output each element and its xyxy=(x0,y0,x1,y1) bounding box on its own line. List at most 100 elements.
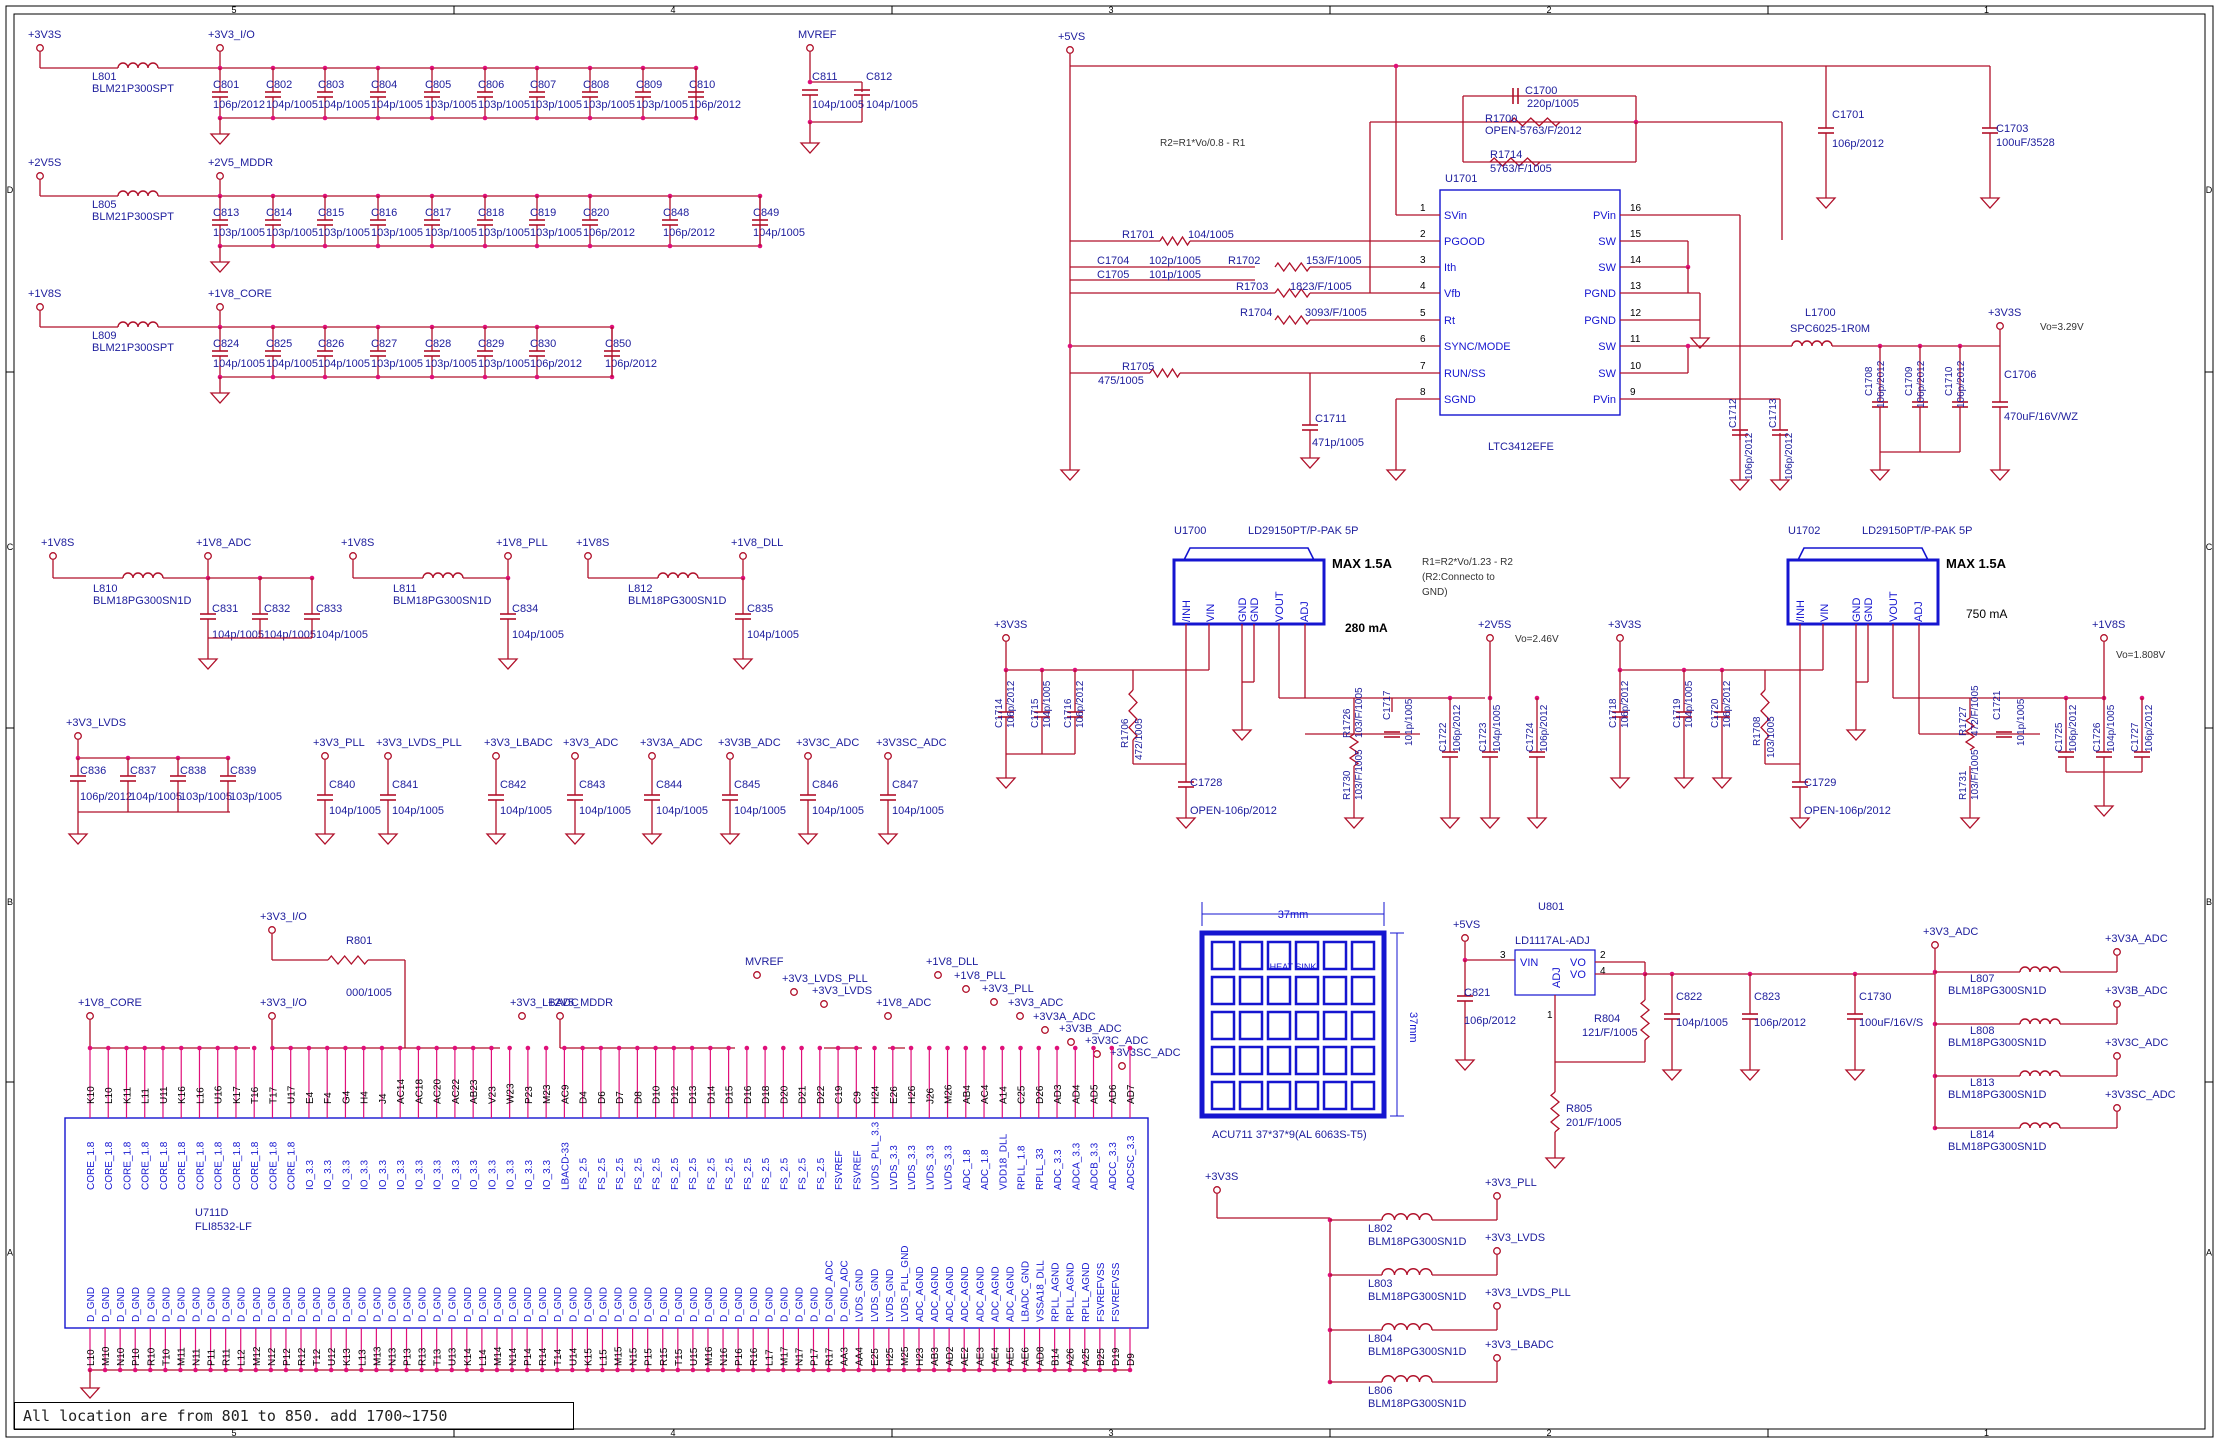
pin-name: CORE_1.8 xyxy=(177,1141,188,1190)
frame-col-label: 1 xyxy=(1984,1428,1989,1438)
label: BLM18PG300SN1D xyxy=(1948,985,2046,997)
ground-symbol xyxy=(1789,817,1811,829)
ball-id: K16 xyxy=(177,1086,188,1104)
heatsink-fin xyxy=(1294,1010,1320,1041)
ball-id: AE3 xyxy=(975,1347,986,1366)
heatsink-fin xyxy=(1350,1045,1376,1076)
label: ACU711 37*37*9(AL 6063S-T5) xyxy=(1212,1129,1367,1141)
frame-col-label: 3 xyxy=(1108,1428,1113,1438)
junction-dot xyxy=(600,1367,605,1373)
ground-symbol xyxy=(1739,1069,1761,1081)
label: C837 xyxy=(130,765,156,777)
pin-name: CORE_1.8 xyxy=(287,1141,298,1190)
capacitor-ref: C804 xyxy=(371,79,397,91)
junction-dot xyxy=(208,1367,213,1373)
label: L1700 xyxy=(1805,307,1836,319)
capacitor-value: 103p/1005 xyxy=(478,99,530,111)
ball-id: AC9 xyxy=(560,1084,571,1104)
label: LD1117AL-ADJ xyxy=(1515,935,1590,947)
capacitor-value: 103p/1005 xyxy=(478,227,530,239)
label: 11 xyxy=(1630,334,1641,345)
label: BLM18PG300SN1D xyxy=(1948,1141,2046,1153)
junction-dot xyxy=(826,1367,831,1373)
ball-id: D13 xyxy=(688,1085,699,1104)
ldo-pin: /INH xyxy=(1181,600,1193,622)
junction-dot xyxy=(509,1367,515,1373)
adc-out-rail-label: +3V3A_ADC xyxy=(2105,933,2168,945)
ball-id: R14 xyxy=(538,1347,549,1366)
label: 472/F/1005 xyxy=(1970,685,1981,736)
frame-col-label: 1 xyxy=(1984,5,1989,15)
capacitor-value: 103p/1005 xyxy=(425,99,477,111)
junction-dot xyxy=(238,1367,244,1373)
junction-dot xyxy=(374,1367,379,1373)
label: 104p/1005 xyxy=(579,805,631,817)
frame-col-label: 4 xyxy=(670,5,675,15)
pin-name: D_GND xyxy=(704,1287,715,1322)
lvds-pll-rail xyxy=(790,988,798,996)
pin-name: IO_3.3 xyxy=(451,1160,462,1190)
label: 103p/1005 xyxy=(180,791,232,803)
mddr-rail-label: +2V5_MDDR xyxy=(548,997,613,1009)
junction-dot xyxy=(675,1367,681,1373)
junction-dot xyxy=(961,1367,967,1373)
pin-name: D_GND_ADC xyxy=(825,1260,836,1322)
capacitor-value: 103p/1005 xyxy=(318,227,370,239)
label: 3093/F/1005 xyxy=(1305,307,1367,319)
label: 472/1005 xyxy=(1134,718,1145,760)
label: L814 xyxy=(1970,1129,1994,1141)
ball-id: AB23 xyxy=(469,1079,480,1104)
junction-dot xyxy=(1082,1367,1088,1373)
pin-name: D_GND xyxy=(629,1287,640,1322)
ball-id: J26 xyxy=(925,1087,936,1104)
pll-rail-label: +3V3_LVDS_PLL xyxy=(1485,1287,1571,1299)
heatsink-fin xyxy=(1266,1080,1292,1111)
pin-name: D_GND xyxy=(418,1287,429,1322)
ball-id: L14 xyxy=(478,1349,489,1366)
ldo-pin: GND xyxy=(1249,598,1261,623)
label: 104p/1005 xyxy=(892,805,944,817)
label: 104p/1005 xyxy=(656,805,708,817)
junction-dot xyxy=(268,1367,274,1373)
ground-symbol xyxy=(1711,777,1733,789)
pin-name: D_GND xyxy=(523,1287,534,1322)
cap-rail xyxy=(571,752,579,760)
label: L812 xyxy=(628,583,652,595)
ldo-pin: /INH xyxy=(1795,600,1807,622)
junction-dot xyxy=(253,1367,259,1373)
ground-symbol xyxy=(1059,469,1081,481)
pin-name: SW xyxy=(1598,341,1616,353)
junction-dot xyxy=(1685,343,1691,349)
pin-name: SW xyxy=(1598,262,1616,274)
label: 104p/1005 xyxy=(329,805,381,817)
label: R1702 xyxy=(1228,255,1260,267)
junction-dot xyxy=(856,1367,861,1373)
label: C842 xyxy=(500,779,526,791)
adca-rail xyxy=(1041,1026,1049,1034)
junction-dot xyxy=(554,1367,560,1373)
label: C1723 xyxy=(1478,722,1489,752)
label: 1 xyxy=(1547,1010,1553,1021)
pin-name: CORE_1.8 xyxy=(122,1141,133,1190)
junction-dot xyxy=(482,243,488,249)
ball-id: E25 xyxy=(870,1348,881,1366)
heatsink-fin xyxy=(1238,1010,1264,1041)
label: C1703 xyxy=(1996,123,2028,135)
ball-id: K13 xyxy=(342,1348,353,1366)
ldo-pin: ADJ xyxy=(1913,601,1925,622)
filter-inductor xyxy=(422,572,464,579)
label: 2 xyxy=(1600,950,1606,961)
label: 153/F/1005 xyxy=(1306,255,1362,267)
ball-id: A25 xyxy=(1081,1348,1092,1366)
label: BLM18PG300SN1D xyxy=(1948,1037,2046,1049)
lvds-rail2-label: +3V3_LVDS xyxy=(812,985,872,997)
junction-dot xyxy=(283,1367,289,1373)
junction-dot xyxy=(464,1367,470,1373)
ball-id: R11 xyxy=(222,1348,233,1366)
junction-dot xyxy=(690,1367,696,1373)
ball-id: D21 xyxy=(798,1085,809,1104)
label: C811 xyxy=(812,71,837,83)
capacitor-value: 103p/1005 xyxy=(213,227,265,239)
pin-name: IO_3.3 xyxy=(542,1160,553,1190)
label: L803 xyxy=(1368,1278,1392,1290)
